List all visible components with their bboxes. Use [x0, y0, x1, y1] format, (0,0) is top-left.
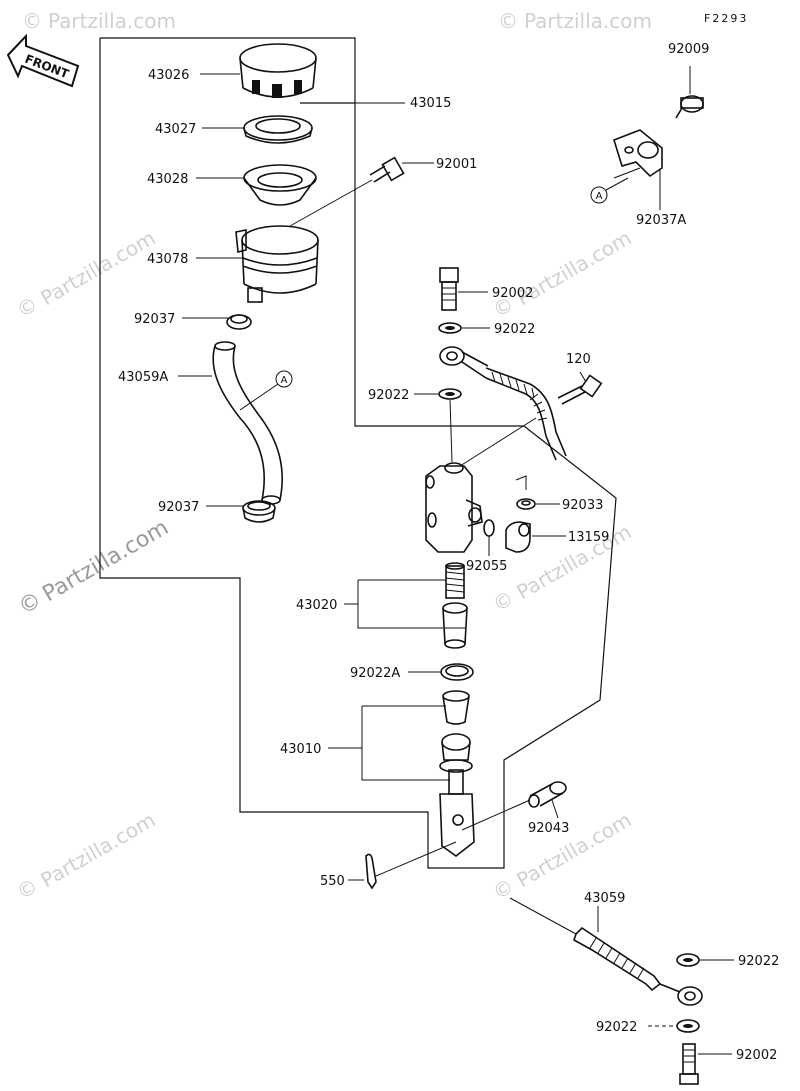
cap-plate: [243, 115, 313, 144]
banjo-bolt-bottom: [679, 1043, 699, 1085]
part-label: 43027: [155, 122, 196, 137]
part-label: 120: [566, 352, 591, 367]
piston-cup: [442, 602, 468, 649]
watermark-text: Partzilla.com: [48, 9, 176, 33]
watermark-copyright: ©: [13, 874, 42, 905]
watermark-text: Partzilla.com: [524, 9, 652, 33]
part-label: 92043: [528, 821, 569, 836]
part-label: 92022: [738, 954, 779, 969]
part-label: 92002: [492, 286, 533, 301]
washer-92022-d: [676, 1019, 700, 1033]
diaphragm: [243, 164, 317, 206]
callout-letter: A: [281, 375, 288, 386]
washer-92022-a: [438, 322, 462, 334]
bolt-120: [557, 374, 603, 405]
piston-spring: [445, 562, 465, 599]
circlip-92022A: [440, 663, 474, 681]
part-label: 92009: [668, 42, 709, 57]
brake-hose-upper: [485, 367, 567, 461]
reservoir-cap: [239, 43, 317, 98]
part-label: 92022: [368, 388, 409, 403]
pushrod: [439, 733, 475, 857]
banjo-bolt-top: [439, 267, 459, 311]
background-watermarks: © Partzilla.com © Partzilla.com © Partzi…: [13, 9, 652, 904]
part-labels: 43026 43027 43028 43078 92037 43059A 920…: [118, 42, 779, 1063]
leader-lines: [178, 66, 734, 1055]
bracket-clamp: [613, 129, 663, 178]
watermark-copyright: ©: [489, 586, 518, 617]
part-label: 43078: [147, 252, 188, 267]
part-label: 92001: [436, 157, 477, 172]
part-label: 92033: [562, 498, 603, 513]
part-label: 92055: [466, 559, 507, 574]
hose-clamp-top: [226, 314, 252, 330]
washer-92022-c: [676, 953, 700, 967]
part-label: 92022A: [350, 666, 400, 681]
reservoir-bolt: [369, 156, 405, 183]
watermark-copyright: ©: [13, 292, 42, 323]
part-label: 43015: [410, 96, 451, 111]
hose-clamp-bottom: [242, 500, 276, 523]
washer-92022-b: [438, 388, 462, 400]
part-label: 43020: [296, 598, 337, 613]
washer-92033: [515, 475, 536, 510]
part-label: 13159: [568, 530, 609, 545]
callout-a-bracket: A: [590, 177, 629, 204]
part-label: 550: [320, 874, 345, 889]
watermark-copyright: ©: [22, 9, 42, 33]
assembly-frames: [99, 37, 617, 869]
part-label: 92022: [596, 1020, 637, 1035]
part-label: 92037A: [636, 213, 686, 228]
callout-a-reservoir: A: [239, 370, 293, 411]
front-arrow-icon: FRONT: [6, 33, 80, 88]
watermark-text: Partzilla.com: [37, 808, 160, 893]
watermark-text-main: Partzilla.com: [39, 515, 173, 607]
part-label: 43028: [147, 172, 188, 187]
part-label: 43059A: [118, 370, 168, 385]
part-label: 92037: [134, 312, 175, 327]
o-ring-92055: [483, 519, 495, 537]
brake-hose-lower: [573, 926, 703, 1006]
cotter-pin: [365, 853, 377, 890]
part-label: 43026: [148, 68, 189, 83]
clevis-pin: [528, 781, 567, 808]
banjo-fitting: [439, 346, 489, 379]
figure-code: F2293: [704, 12, 748, 25]
reservoir-hose: [212, 341, 283, 505]
watermark-copyright: ©: [498, 9, 518, 33]
part-label: 43059: [584, 891, 625, 906]
master-cylinder-body: [425, 462, 483, 553]
watermark-text: Partzilla.com: [37, 226, 160, 311]
piston-boot: [442, 690, 470, 725]
part-label: 92002: [736, 1048, 777, 1063]
part-label: 92037: [158, 500, 199, 515]
callout-letter: A: [596, 191, 603, 202]
part-label: 92022: [494, 322, 535, 337]
watermark-copyright: ©: [15, 588, 47, 621]
reservoir-body: [235, 225, 319, 303]
hose-fitting-13159: [505, 521, 531, 553]
part-label: 43010: [280, 742, 321, 757]
bracket-bolt: [675, 95, 704, 119]
